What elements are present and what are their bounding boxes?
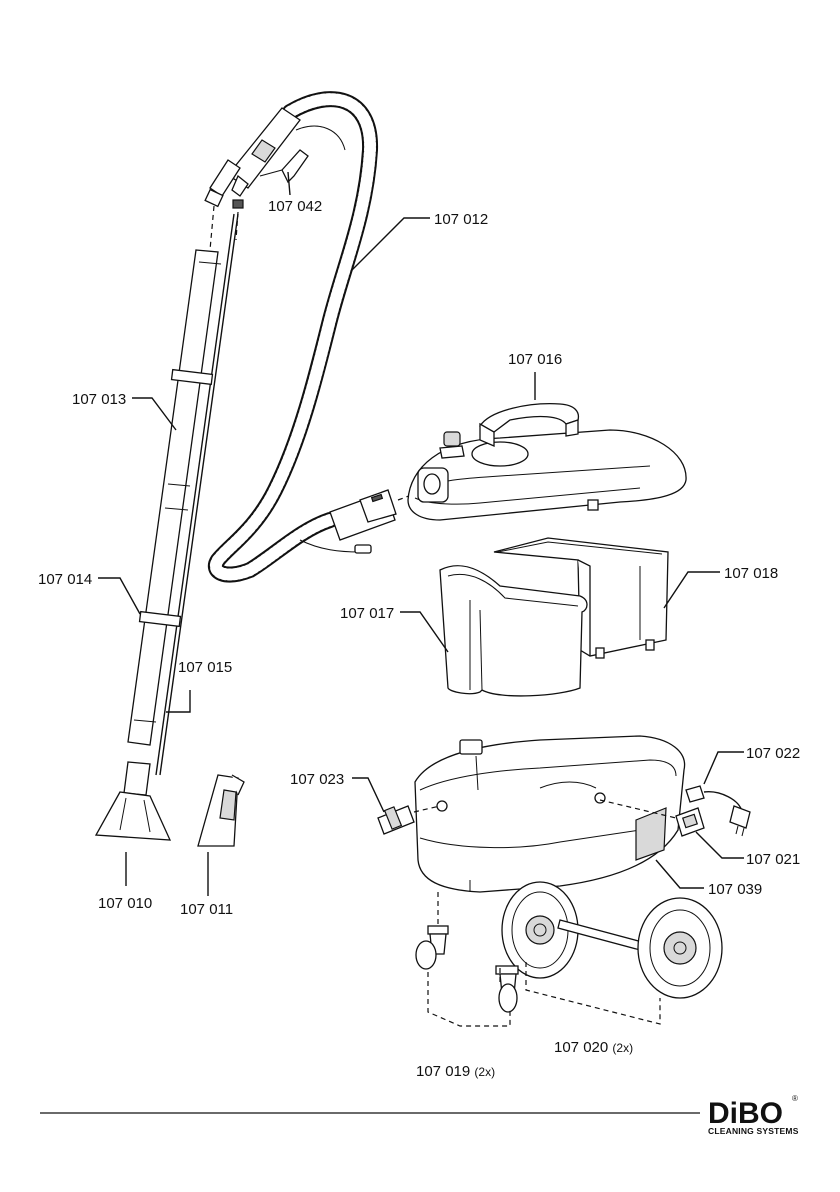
label-107019: 107 019 (2x) — [416, 1063, 495, 1080]
caster-right — [496, 966, 518, 1012]
label-107021: 107 021 — [746, 851, 800, 868]
base-chassis — [415, 736, 685, 892]
logo-registered: ® — [792, 1094, 798, 1103]
label-107013: 107 013 — [72, 391, 126, 408]
label-107012: 107 012 — [434, 211, 488, 228]
caster-left — [416, 892, 448, 969]
tank-lid — [408, 404, 686, 520]
recovery-tank — [440, 566, 587, 696]
hose-handle — [205, 108, 300, 208]
label-107014: 107 014 — [38, 571, 92, 588]
label-107022: 107 022 — [746, 745, 800, 762]
label-107018: 107 018 — [724, 565, 778, 582]
upholstery-tool — [198, 775, 244, 846]
label-107023: 107 023 — [290, 771, 344, 788]
label-107042: 107 042 — [268, 198, 322, 215]
label-107017: 107 017 — [340, 605, 394, 622]
label-107010: 107 010 — [98, 895, 152, 912]
label-107011: 107 011 — [180, 901, 233, 918]
logo-tagline: CLEANING SYSTEMS — [708, 1126, 799, 1136]
label-107039: 107 039 — [708, 881, 762, 898]
floor-tool — [96, 762, 170, 840]
large-wheel-right — [638, 898, 722, 998]
label-107015: 107 015 — [178, 659, 232, 676]
label-107020: 107 020 (2x) — [554, 1039, 633, 1056]
footer: DiBO ® CLEANING SYSTEMS — [40, 1094, 799, 1136]
label-107016: 107 016 — [508, 351, 562, 368]
dibo-logo: DiBO ® CLEANING SYSTEMS — [708, 1094, 799, 1136]
